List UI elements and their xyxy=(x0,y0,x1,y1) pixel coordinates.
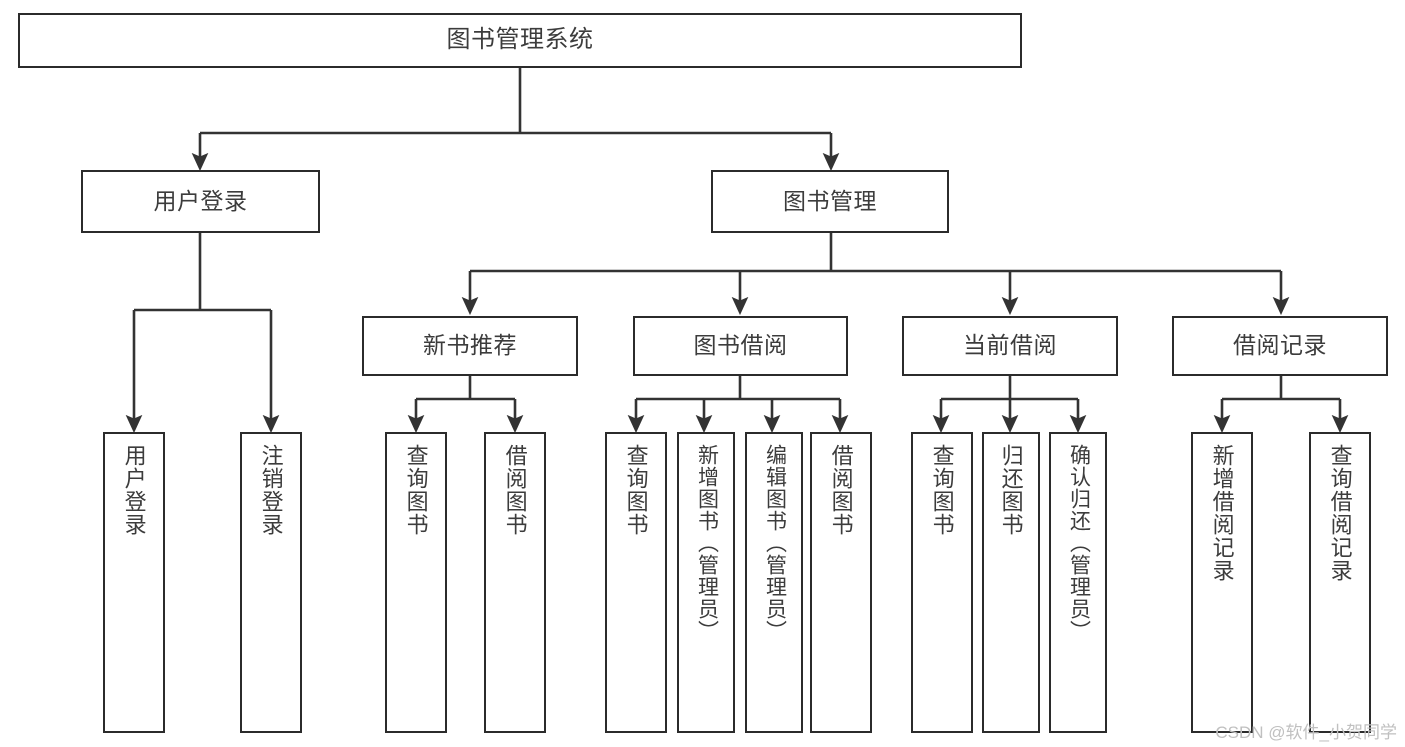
node-label: 当前借阅 xyxy=(963,332,1057,359)
node-leaf-query-book-2[interactable]: 查询图书 xyxy=(605,432,667,733)
node-label: 确认归还（管理员） xyxy=(1067,444,1091,642)
node-leaf-query-book-3[interactable]: 查询图书 xyxy=(911,432,973,733)
node-leaf-logout[interactable]: 注销登录 xyxy=(240,432,302,733)
node-label: 编辑图书（管理员） xyxy=(763,444,787,642)
node-label: 查询借阅记录 xyxy=(1327,444,1353,582)
node-label: 归还图书 xyxy=(998,444,1024,536)
node-leaf-return-book[interactable]: 归还图书 xyxy=(982,432,1040,733)
node-label: 查询图书 xyxy=(623,444,649,536)
node-borrow-record[interactable]: 借阅记录 xyxy=(1172,316,1388,376)
node-leaf-query-record[interactable]: 查询借阅记录 xyxy=(1309,432,1371,733)
node-label: 新增借阅记录 xyxy=(1209,444,1235,582)
node-leaf-add-book[interactable]: 新增图书（管理员） xyxy=(677,432,735,733)
node-label: 图书借阅 xyxy=(693,332,788,359)
node-user-login[interactable]: 用户登录 xyxy=(81,170,320,233)
node-label: 借阅图书 xyxy=(502,444,528,536)
node-leaf-add-record[interactable]: 新增借阅记录 xyxy=(1191,432,1253,733)
node-leaf-user-login[interactable]: 用户登录 xyxy=(103,432,165,733)
node-current-borrow[interactable]: 当前借阅 xyxy=(902,316,1118,376)
node-new-book-recommend[interactable]: 新书推荐 xyxy=(362,316,578,376)
node-book-management[interactable]: 图书管理 xyxy=(711,170,949,233)
node-label: 查询图书 xyxy=(403,444,429,536)
node-label: 借阅记录 xyxy=(1233,332,1327,359)
node-leaf-edit-book[interactable]: 编辑图书（管理员） xyxy=(745,432,803,733)
node-leaf-borrow-book-2[interactable]: 借阅图书 xyxy=(810,432,872,733)
csdn-watermark: CSDN @软件_小贺同学 xyxy=(1215,723,1397,742)
node-label: 查询图书 xyxy=(929,444,955,536)
node-leaf-query-book-1[interactable]: 查询图书 xyxy=(385,432,447,733)
node-label: 注销登录 xyxy=(258,444,284,536)
node-label: 图书管理 xyxy=(783,187,877,214)
node-leaf-confirm-return[interactable]: 确认归还（管理员） xyxy=(1049,432,1107,733)
node-label: 借阅图书 xyxy=(828,444,854,536)
node-label: 用户登录 xyxy=(121,444,147,536)
node-root-book-management-system[interactable]: 图书管理系统 xyxy=(18,13,1022,68)
node-label: 新书推荐 xyxy=(423,332,517,359)
node-label: 图书管理系统 xyxy=(446,26,594,54)
node-label: 用户登录 xyxy=(153,187,248,214)
node-book-borrow[interactable]: 图书借阅 xyxy=(633,316,848,376)
node-label: 新增图书（管理员） xyxy=(695,444,719,642)
node-leaf-borrow-book-1[interactable]: 借阅图书 xyxy=(484,432,546,733)
